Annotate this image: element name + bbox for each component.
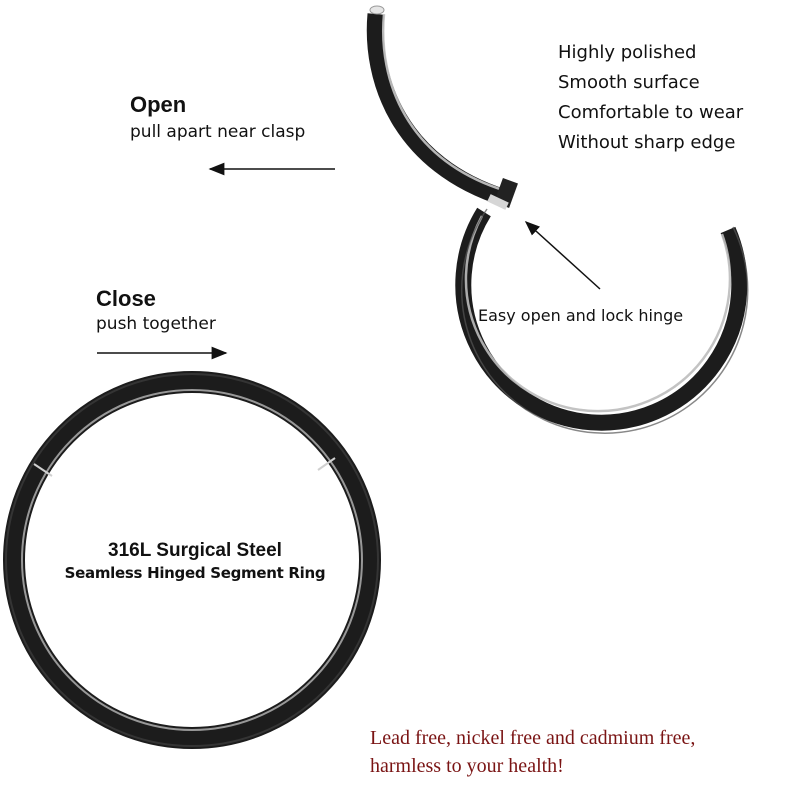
health-note-line-2: harmless to your health! (370, 755, 564, 777)
health-note-line-1: Lead free, nickel free and cadmium free, (370, 727, 696, 749)
hinge-pointer-arrow-icon (524, 220, 601, 290)
hinge-label: Easy open and lock hinge (478, 306, 684, 325)
open-title: Open (130, 92, 187, 117)
product-type: Seamless Hinged Segment Ring (64, 564, 326, 582)
closed-ring-icon (3, 371, 381, 749)
open-ring-lower-icon (455, 207, 749, 434)
close-subtitle: push together (96, 314, 216, 334)
feature-list: Highly polished Smooth surface Comfortab… (558, 38, 743, 158)
health-note: Lead free, nickel free and cadmium free,… (370, 724, 695, 780)
feature-item: Smooth surface (558, 72, 700, 93)
close-title: Close (96, 286, 156, 311)
feature-item: Without sharp edge (558, 132, 736, 153)
product-label: 316L Surgical Steel Seamless Hinged Segm… (40, 540, 350, 582)
feature-item: Highly polished (558, 42, 697, 63)
open-subtitle: pull apart near clasp (130, 122, 306, 142)
product-material: 316L Surgical Steel (108, 540, 282, 561)
feature-item: Comfortable to wear (558, 102, 744, 123)
open-ring-segment-icon (366, 5, 518, 210)
